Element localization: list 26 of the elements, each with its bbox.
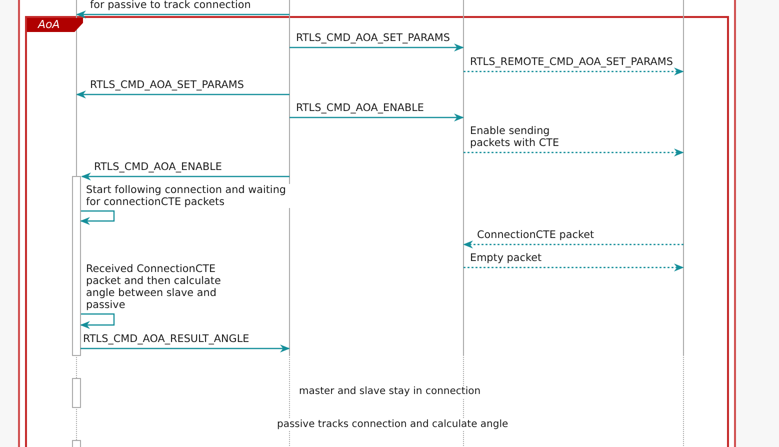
- message-arrow: [76, 90, 290, 98]
- delay-note: passive tracks connection and calculate angle: [276, 419, 510, 431]
- fragment-tab: AoA: [27, 18, 83, 32]
- lifeline: [683, 0, 684, 447]
- message-arrow: [80, 313, 115, 329]
- message-arrow: [80, 210, 115, 225]
- message-label: for passive to track connection: [90, 0, 251, 11]
- message-arrow: [464, 68, 684, 76]
- message-arrow: [290, 114, 464, 122]
- message-label: RTLS_CMD_AOA_ENABLE: [94, 161, 222, 173]
- message-arrow: [81, 172, 290, 180]
- delay-note: master and slave stay in connection: [298, 386, 482, 398]
- message-label: RTLS_CMD_AOA_SET_PARAMS: [296, 32, 450, 44]
- lifeline: [72, 0, 81, 447]
- message-arrow: [464, 264, 684, 272]
- message-arrow: [290, 44, 464, 52]
- message-label: RTLS_CMD_AOA_RESULT_ANGLE: [83, 333, 250, 345]
- message-label: RTLS_REMOTE_CMD_AOA_SET_PARAMS: [470, 56, 673, 68]
- message-label: Empty packet: [470, 252, 542, 264]
- message-arrow: [76, 10, 290, 18]
- message-arrow: [463, 240, 684, 248]
- message-label: ConnectionCTE packet: [477, 229, 594, 241]
- message-label: RTLS_CMD_AOA_ENABLE: [296, 102, 424, 114]
- message-arrow: [80, 344, 290, 352]
- message-label: RTLS_CMD_AOA_SET_PARAMS: [90, 79, 244, 91]
- message-arrow: [464, 148, 684, 156]
